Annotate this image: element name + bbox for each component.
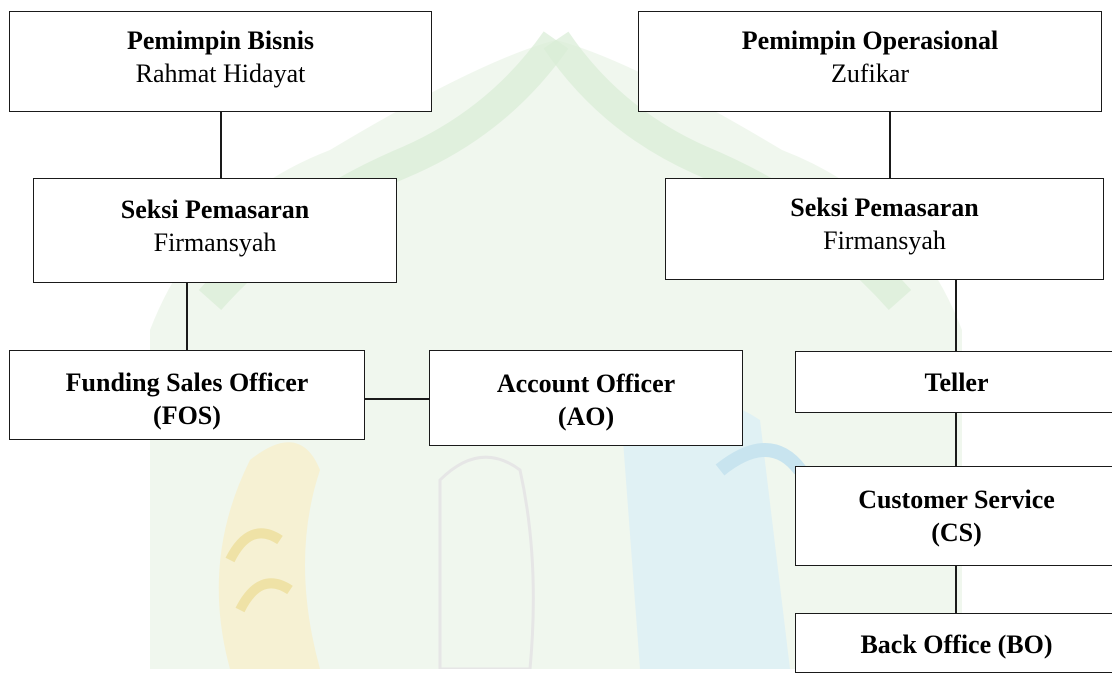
connector-teller-cs — [955, 412, 957, 467]
node-person-name: Rahmat Hidayat — [135, 59, 306, 88]
node-seksi-pemasaran-left: Seksi Pemasaran Firmansyah — [33, 178, 397, 283]
node-person-name: Firmansyah — [153, 228, 277, 257]
node-funding-sales-officer: Funding Sales Officer (FOS) — [9, 350, 365, 440]
node-title-line2: (FOS) — [153, 401, 221, 430]
node-pemimpin-bisnis: Pemimpin Bisnis Rahmat Hidayat — [9, 11, 432, 112]
node-teller: Teller — [795, 351, 1112, 413]
node-title: Back Office (BO) — [860, 630, 1053, 659]
node-title-line1: Customer Service — [858, 485, 1055, 514]
node-title: Pemimpin Operasional — [741, 26, 999, 55]
node-title-line1: Funding Sales Officer — [65, 368, 309, 397]
connector-bisnis-seksi — [220, 111, 222, 179]
node-seksi-pemasaran-right: Seksi Pemasaran Firmansyah — [665, 178, 1104, 280]
node-title-line1: Account Officer — [496, 369, 676, 398]
node-title-line2: (CS) — [931, 518, 982, 547]
connector-seksi-teller — [955, 279, 957, 352]
node-customer-service: Customer Service (CS) — [795, 466, 1112, 566]
node-person-name: Zufikar — [831, 59, 909, 88]
node-title: Teller — [924, 368, 989, 397]
node-pemimpin-operasional: Pemimpin Operasional Zufikar — [638, 11, 1102, 112]
node-title: Seksi Pemasaran — [120, 195, 310, 224]
node-title-line2: (AO) — [557, 402, 615, 431]
connector-seksi-fos — [186, 282, 188, 351]
connector-fos-ao — [364, 398, 430, 400]
node-title: Seksi Pemasaran — [790, 193, 979, 222]
node-person-name: Firmansyah — [823, 226, 946, 255]
node-back-office: Back Office (BO) — [795, 613, 1112, 673]
node-title: Pemimpin Bisnis — [126, 26, 315, 55]
connector-operasional-seksi — [889, 111, 891, 179]
node-account-officer: Account Officer (AO) — [429, 350, 743, 446]
connector-cs-bo — [955, 565, 957, 614]
